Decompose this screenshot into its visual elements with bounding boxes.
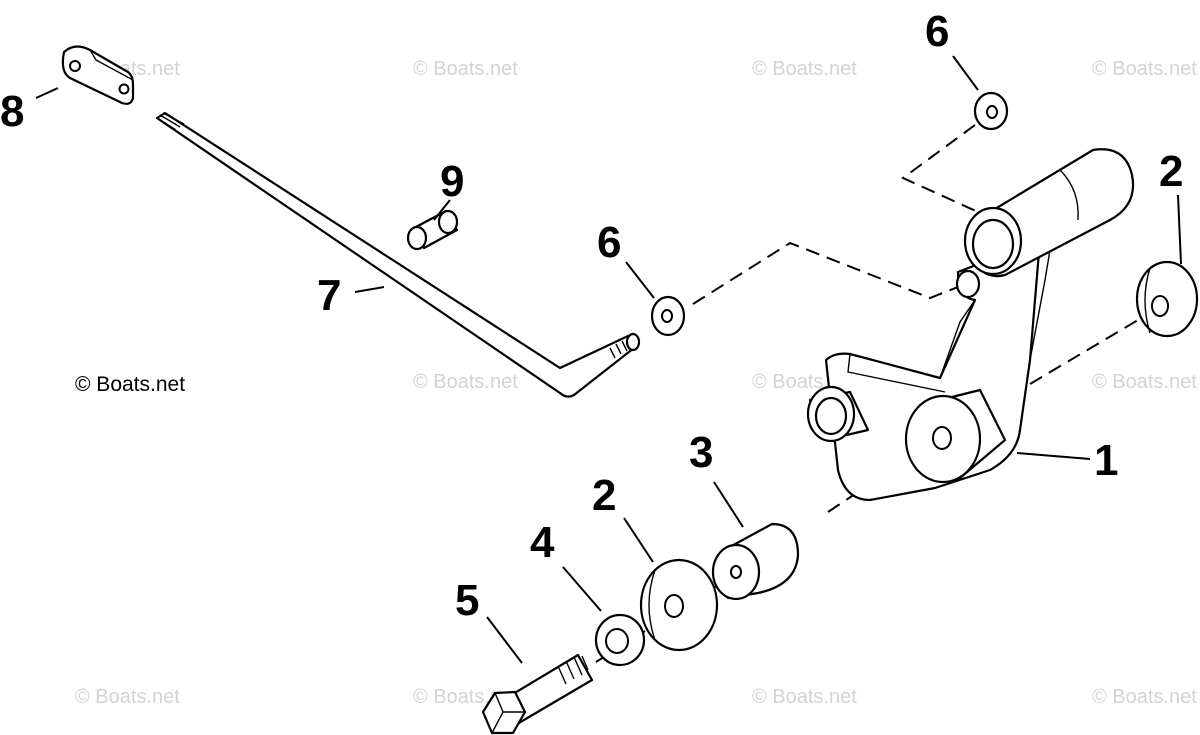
leader-lines	[35, 55, 1182, 664]
leader-7	[354, 286, 385, 293]
watermark: © Boats.net	[1092, 371, 1197, 393]
leader-8	[35, 87, 59, 99]
leader-1	[1016, 452, 1091, 460]
part-6-washer-upper	[973, 91, 1009, 131]
part-6-washer-middle	[650, 295, 686, 337]
leader-6-upper	[952, 55, 979, 91]
callout-9: 9	[440, 157, 464, 206]
leader-3	[713, 481, 744, 528]
leader-2-upper	[1177, 194, 1182, 265]
callout-3: 3	[689, 428, 713, 477]
leader-4	[562, 566, 602, 612]
callout-6-upper: 6	[925, 7, 949, 56]
part-2-bushing-upper	[1135, 260, 1199, 338]
dashed-line-washer-upper	[901, 124, 979, 213]
callout-7: 7	[317, 271, 341, 320]
watermark-grid: © Boats.net © Boats.net © Boats.net © Bo…	[75, 58, 1197, 708]
leader-9	[433, 199, 451, 221]
part-1-lever-bracket	[806, 148, 1135, 502]
callout-2-upper: 2	[1159, 147, 1183, 196]
part-8-clevis	[61, 45, 135, 105]
part-3-spacer	[711, 522, 800, 601]
callout-8: 8	[0, 87, 24, 136]
watermark: © Boats.net	[413, 58, 518, 80]
watermark: © Boats.net	[752, 686, 857, 708]
dashed-line-bushing-axis	[1029, 306, 1161, 385]
leader-5	[486, 616, 523, 664]
part-9-pin	[406, 209, 459, 251]
callout-2-lower: 2	[592, 471, 616, 520]
copyright-label: © Boats.net	[75, 373, 185, 396]
watermark: © Boats.net	[1092, 686, 1197, 708]
callout-1: 1	[1094, 436, 1118, 485]
watermark: © Boats.net	[75, 686, 180, 708]
watermark: © Boats.net	[413, 371, 518, 393]
watermark: © Boats.net	[1092, 58, 1197, 80]
part-2-bushing-lower	[639, 558, 719, 652]
callout-4: 4	[530, 518, 555, 567]
part-7-rod	[155, 111, 641, 398]
dashed-line-washer-middle	[692, 241, 964, 305]
callout-5: 5	[455, 576, 479, 625]
part-4-washer	[594, 613, 646, 667]
part-5-bolt	[481, 653, 594, 735]
leader-6-middle	[625, 261, 655, 299]
callout-6-middle: 6	[597, 218, 621, 267]
callout-numbers: 8 7 9 6 6 2 1 3 2 4 5	[0, 7, 1183, 625]
watermark: © Boats.net	[752, 58, 857, 80]
leader-2-lower	[623, 517, 654, 563]
